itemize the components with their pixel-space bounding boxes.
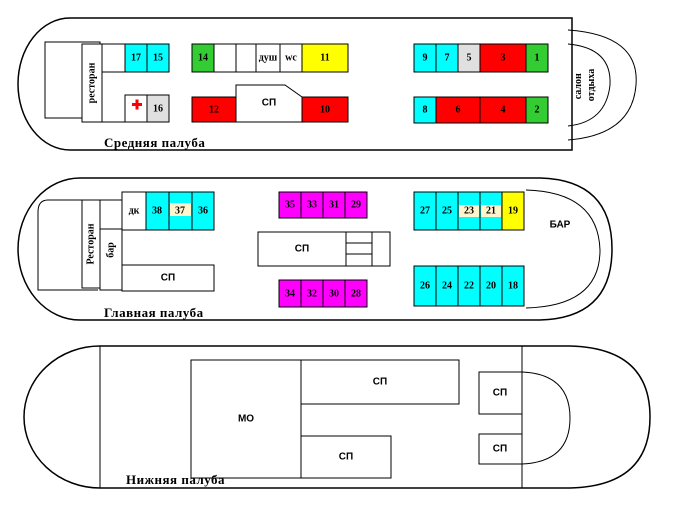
medical-cross-icon [132,99,142,110]
cabin-1[interactable] [525,43,549,73]
main-deck-title: Главная палуба [104,305,204,320]
cabin-9-label: 9 [423,53,428,64]
cabin-36-label: 36 [198,206,208,217]
shower-label: душ [259,53,278,64]
cabin-25-label: 25 [442,206,452,217]
sp-middle-label: СП [262,98,276,109]
sp-lower-right-top-label: СП [493,388,507,399]
room-blank-1 [213,43,237,73]
dk-label: дк [129,206,140,217]
cabin-2[interactable] [525,96,549,124]
sp-lower-top [300,359,460,405]
cabin-5-label: 5 [467,53,472,64]
cabin-12[interactable] [191,96,237,123]
middle-deck: салон отдыха ресторан 17 15 16 14 душ wc [17,17,637,151]
cabin-21-label: 21 [486,206,496,217]
cabin-32-label: 32 [307,289,317,300]
cabin-24-label: 24 [442,281,452,292]
restaurant-label: ресторан [87,62,98,103]
wc-label: wc [285,53,297,64]
cabin-19[interactable] [501,191,525,231]
cabin-33-label: 33 [307,200,317,211]
cabin-21-highlight [481,205,501,217]
sp-left-room [121,264,215,292]
sp-left-label: СП [161,273,175,284]
main-deck: БАР Ресторан бар дк 38 37 36 СП 35 33 31… [17,177,613,321]
cabin-16-label: 16 [153,104,163,115]
cabin-20-label: 20 [486,281,496,292]
cabin-29-label: 29 [351,200,361,211]
cabin-36[interactable] [191,191,215,231]
cabin-27-label: 27 [420,206,430,217]
sp-center-label: СП [295,244,309,255]
room-blank-2 [235,43,257,73]
lower-deck-title: Нижняя палуба [126,472,225,487]
cabin-11-label: 11 [320,53,329,64]
cabin-4-label: 4 [501,105,506,116]
cabin-8-label: 8 [423,105,428,116]
cabin-38-label: 38 [152,206,162,217]
cabin-26-label: 26 [420,281,430,292]
lower-deck: МО СП СП СП СП Нижняя палуба [23,345,651,489]
cabin-7-label: 7 [445,53,450,64]
cabin-2-label: 2 [535,105,540,116]
cabin-28-label: 28 [351,289,361,300]
cabin-18-label: 18 [508,281,518,292]
sp-lower-right-bottom [478,433,523,465]
cabin-29[interactable] [344,191,368,219]
cabin-28[interactable] [344,279,368,308]
cabin-3[interactable] [479,43,527,73]
engine-room-label: МО [238,414,254,425]
cabin-3-label: 3 [501,53,506,64]
cabin-17-label: 17 [131,53,141,64]
cabin-31-label: 31 [329,200,339,211]
stairs-icon [345,231,373,267]
sp-lower-bottom-label: СП [339,452,353,463]
sp-lower-right-bottom-label: СП [493,444,507,455]
cabin-16[interactable] [146,94,170,123]
cabin-23-highlight [459,205,479,217]
cabin-18[interactable] [501,265,525,307]
cabin-15[interactable] [146,43,170,73]
cabin-15-label: 15 [153,53,163,64]
cabin-6-label: 6 [456,105,461,116]
cabin-35-label: 35 [285,200,295,211]
cabin-10-label: 10 [320,105,330,116]
cabin-37-highlight [170,203,191,216]
bar-left-area [99,199,123,291]
bar-left-label: бар [106,242,117,258]
bar-right-label: БАР [550,220,571,231]
cabin-34-label: 34 [285,289,295,300]
cabin-10[interactable] [301,96,349,123]
cabin-12-label: 12 [209,105,219,116]
restaurant-area [81,43,103,123]
sp-lower-top-label: СП [373,377,387,388]
cabin-23-label: 23 [464,206,474,217]
cabin-14-label: 14 [198,53,208,64]
middle-deck-title: Средняя палуба [104,135,205,150]
sp-center-room [257,231,391,267]
cabin-11[interactable] [301,43,349,73]
cabin-37-label: 37 [175,206,185,217]
restaurant-main-label: Ресторан [86,223,97,264]
cabin-22-label: 22 [464,281,474,292]
salon-label: салон отдыха [573,69,597,101]
sp-lower-bottom [300,435,392,479]
cabin-1-label: 1 [535,53,540,64]
shower-room [255,43,281,73]
cabin-19-label: 19 [508,206,518,217]
sp-lower-right-top [478,371,523,415]
cabin-30-label: 30 [329,289,339,300]
